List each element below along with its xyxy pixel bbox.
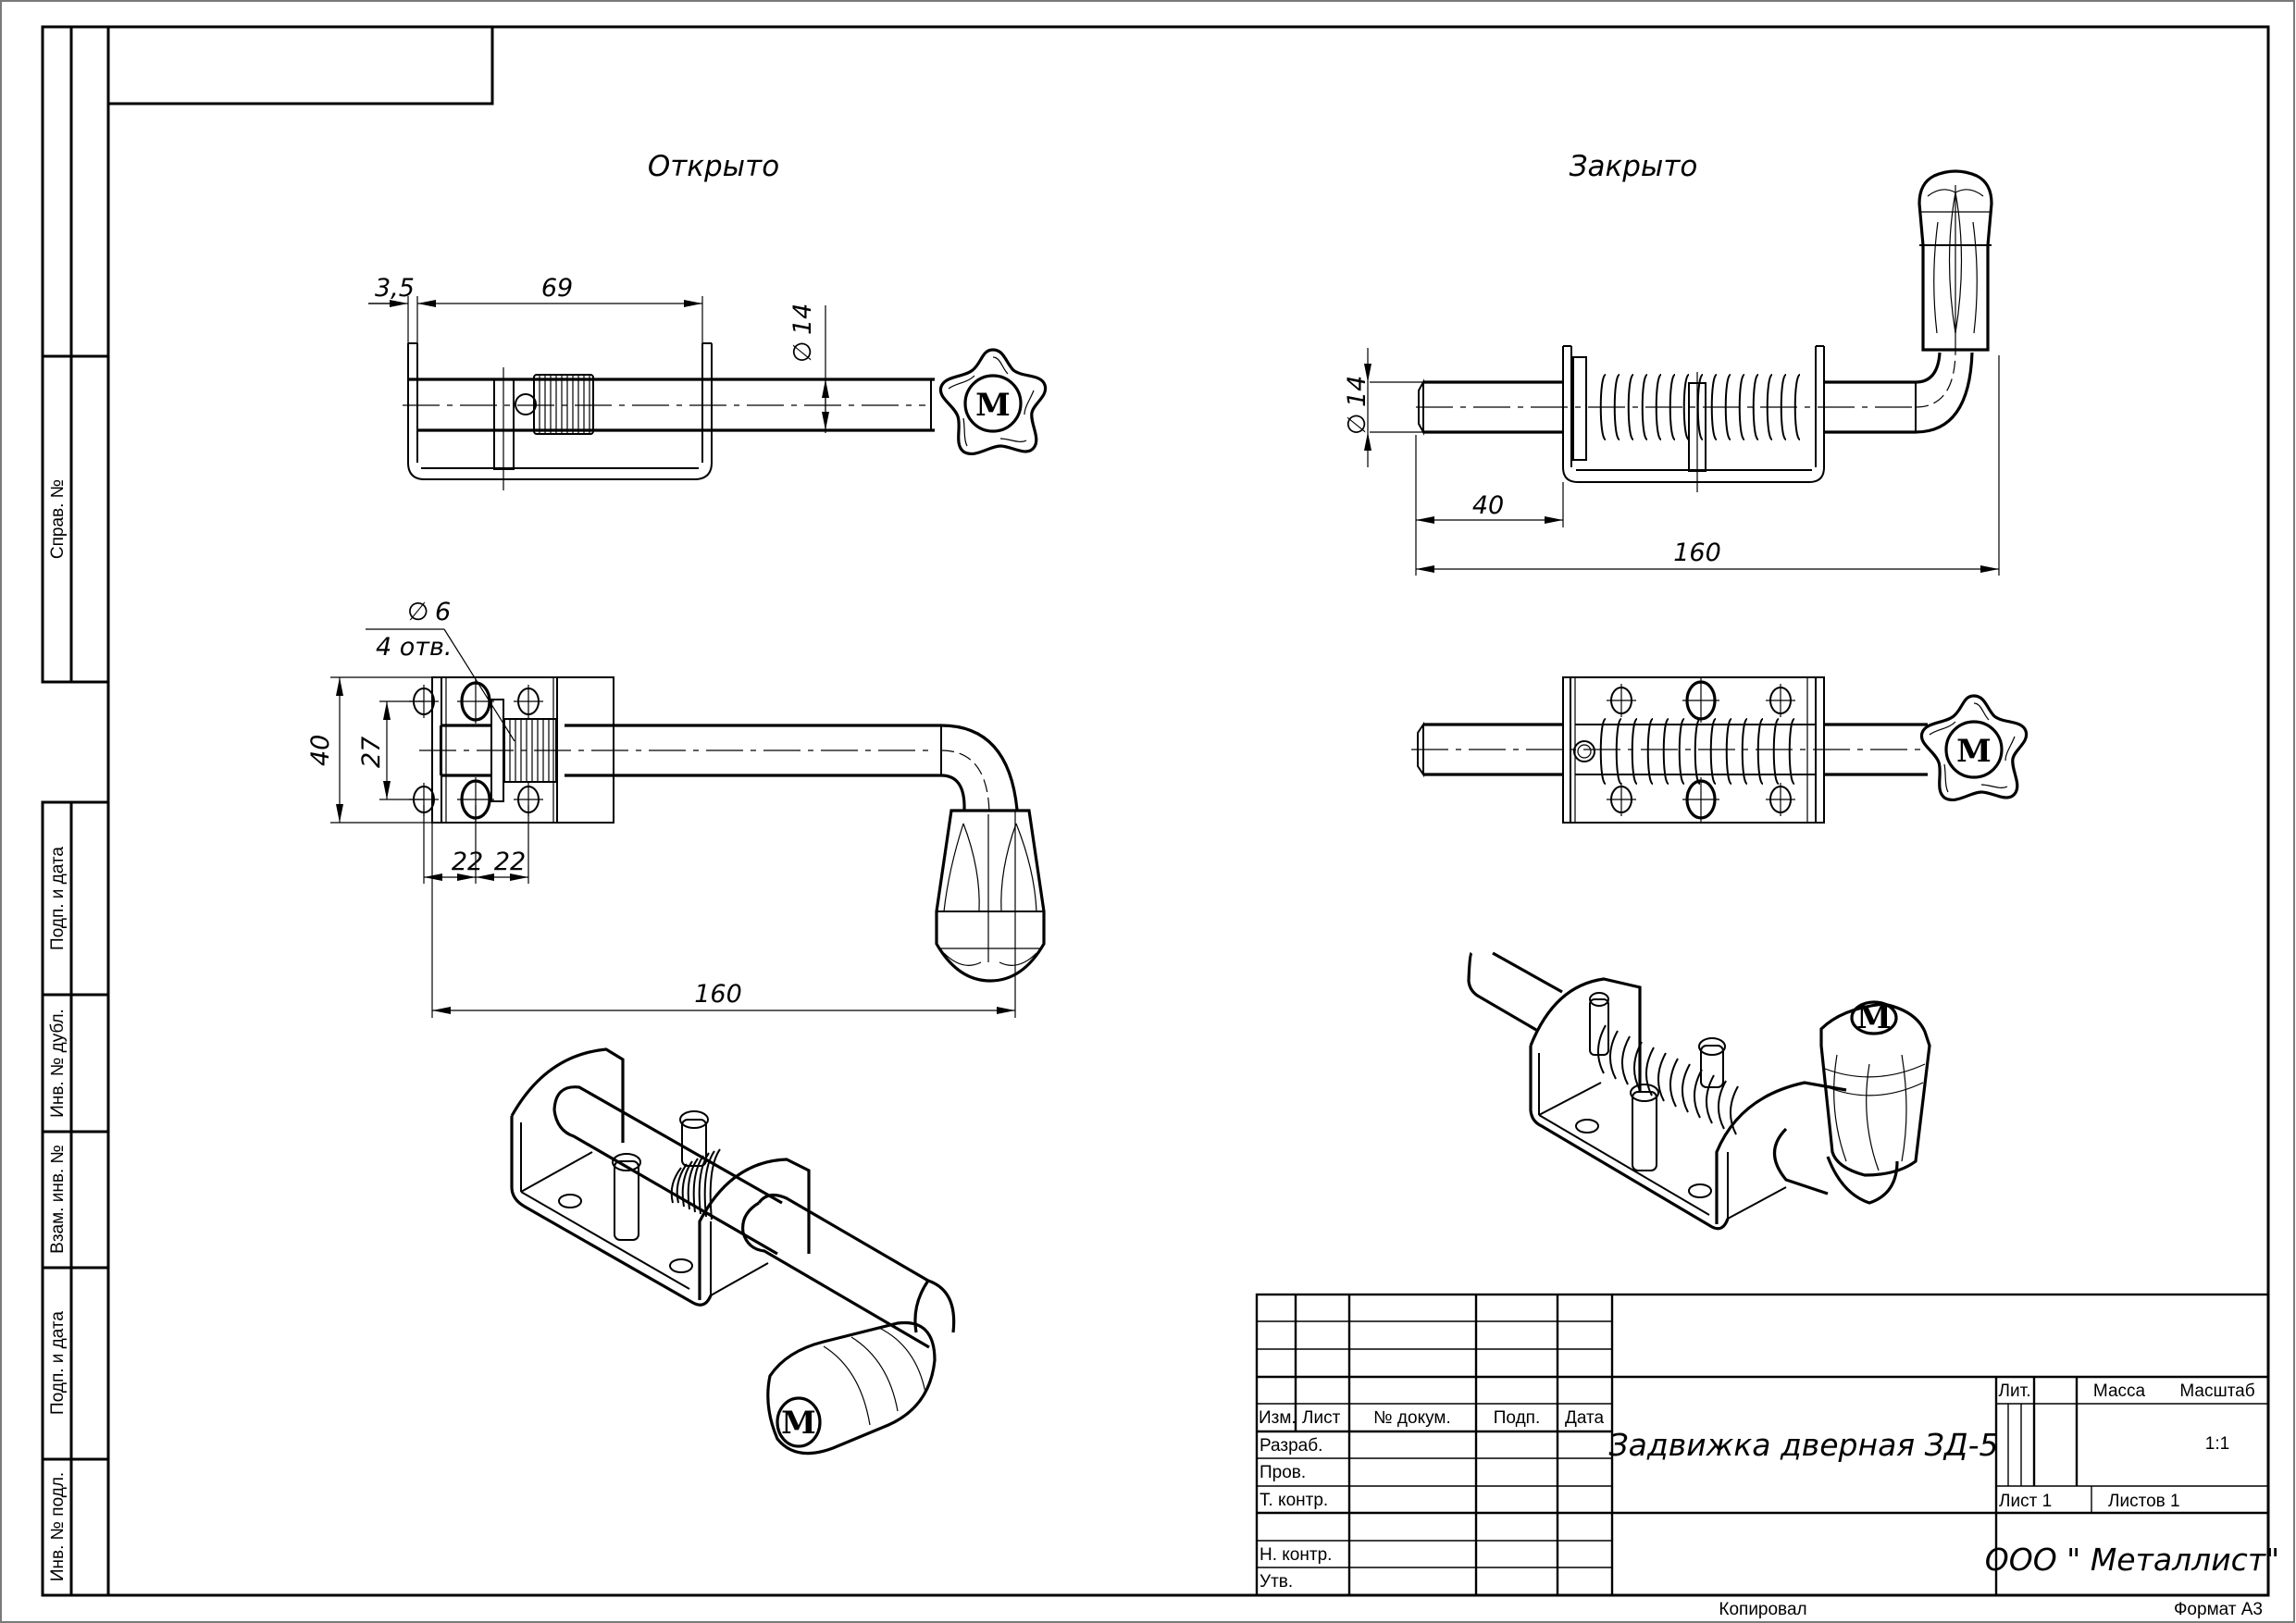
- organization: ООО " Металлист": [1985, 1542, 2279, 1578]
- role-tech-control: Т. контр.: [1260, 1491, 1328, 1510]
- header-list: Лист: [1302, 1408, 1341, 1428]
- caption-closed: Закрыто: [1570, 150, 1698, 183]
- closed-front-view: M: [1411, 676, 2029, 824]
- dim-diameter-symbol: ∅: [788, 341, 817, 363]
- sheets-total: Листов 1: [2108, 1492, 2180, 1511]
- open-top-view: M 3,5 69 ∅ 14: [368, 274, 1048, 490]
- lit-label: Лит.: [1999, 1381, 2031, 1401]
- mass-label: Масса: [2093, 1381, 2146, 1401]
- side-label-sign-date-2: Подп. и дата: [48, 1311, 68, 1415]
- handle-grip: [935, 809, 1046, 983]
- sheet-number: Лист 1: [1999, 1492, 2052, 1511]
- open-isometric-view: M: [510, 1047, 956, 1456]
- dim-hole-spacing-22a: 22: [452, 848, 483, 876]
- iso-knob-letter-closed: M: [1856, 999, 1892, 1036]
- closed-top-view: ∅ 14 40 160: [1343, 169, 2000, 576]
- closed-isometric-view: M: [1467, 951, 1931, 1231]
- side-label-sign-date-1: Подп. и дата: [48, 847, 68, 950]
- side-label-replace-inv: Взам. инв. №: [48, 1145, 68, 1254]
- dim-height-40: 40: [306, 735, 335, 766]
- side-label-ref-no: Справ. №: [48, 479, 68, 559]
- header-date: Дата: [1565, 1408, 1605, 1428]
- scale-value: 1:1: [2205, 1434, 2229, 1454]
- side-label-dup-inv: Инв. № дубл.: [48, 1009, 68, 1118]
- spring-coils: [533, 374, 594, 435]
- knob-letter-closed: M: [1956, 733, 1992, 770]
- header-doc-no: № докум.: [1373, 1408, 1450, 1428]
- dim-hole-spacing-22b: 22: [494, 848, 526, 876]
- dim-diameter-closed: 14: [1343, 376, 1371, 407]
- role-norm-control: Н. контр.: [1260, 1545, 1332, 1565]
- iso-spring-open: [670, 1148, 721, 1220]
- dim-overall-160-closed: 160: [1673, 539, 1721, 567]
- iso-handle-closed: [1819, 1000, 1931, 1177]
- role-checker: Пров.: [1260, 1463, 1306, 1482]
- dim-diameter-symbol-closed: ∅: [1343, 413, 1371, 435]
- dim-offset: 3,5: [375, 274, 415, 303]
- side-label-orig-inv: Инв. № подл.: [48, 1472, 68, 1581]
- open-front-rod: 40 27 22 22 160 ∅ 6 4 отв.: [306, 598, 1046, 1018]
- role-developer: Разраб.: [1260, 1436, 1322, 1456]
- iso-handle-open: [766, 1320, 937, 1456]
- iso-spring-closed: [1597, 1024, 1739, 1135]
- handle-grip-closed: [1917, 169, 1993, 352]
- dim-hole-count: 4 отв.: [376, 633, 453, 662]
- scale-label: Масштаб: [2179, 1381, 2254, 1401]
- role-approved: Утв.: [1260, 1572, 1293, 1592]
- header-izm: Изм.: [1259, 1408, 1297, 1428]
- caption-open: Открыто: [648, 150, 779, 183]
- knob-letter: M: [975, 387, 1011, 424]
- dim-hole-diameter-symbol: ∅: [407, 598, 429, 626]
- document-title: Задвижка дверная ЗД-5: [1609, 1427, 1999, 1463]
- title-block: Изм. Лист № докум. Подп. Дата Разраб. Пр…: [1255, 1293, 2279, 1597]
- dim-protrusion-40: 40: [1472, 491, 1504, 520]
- iso-knob-letter-open: M: [781, 1405, 816, 1442]
- dim-hole-spacing-27: 27: [357, 737, 386, 768]
- dim-overall-160-open: 160: [694, 980, 742, 1009]
- dim-diameter: 14: [788, 304, 817, 335]
- dim-hole-diameter: 6: [435, 598, 451, 626]
- top-left-box: [106, 25, 494, 105]
- copied-by-label: Копировал: [1719, 1600, 1806, 1619]
- header-sign: Подп.: [1494, 1408, 1540, 1428]
- dim-length-69: 69: [541, 274, 573, 303]
- side-strip: Справ. № Подп. и дата Инв. № дубл. Взам.…: [41, 25, 110, 1597]
- format-label: Формат А3: [2174, 1600, 2263, 1619]
